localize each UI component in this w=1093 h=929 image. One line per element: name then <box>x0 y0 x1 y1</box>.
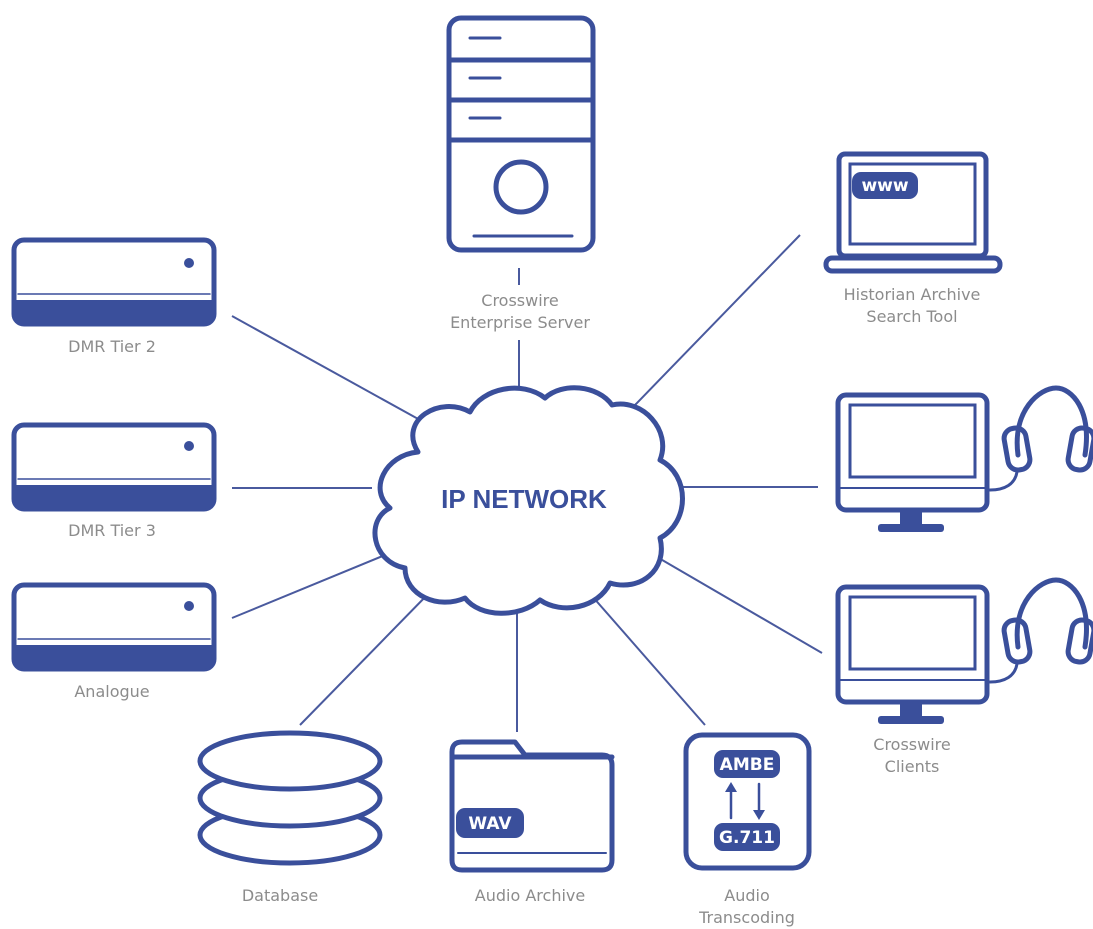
link-dmr-tier2 <box>231 315 421 421</box>
dmr-tier2-unit-icon <box>11 237 217 327</box>
laptop-icon: www <box>823 151 1003 274</box>
clients-label: Crosswire Clients <box>812 734 1012 778</box>
transcoding-label-line1: Audio <box>724 886 770 905</box>
ip-network-cloud: IP NETWORK <box>372 385 685 616</box>
transcoder-icon: AMBE G.711 <box>683 732 812 871</box>
analogue-unit-icon <box>11 582 217 672</box>
search-tool-label-line2: Search Tool <box>866 307 958 326</box>
client-workstation-2-icon <box>835 584 990 724</box>
search-tool-label: Historian Archive Search Tool <box>812 284 1012 328</box>
audio-archive-label: Audio Archive <box>474 886 586 905</box>
dmr-tier2-label: DMR Tier 2 <box>68 337 156 356</box>
ambe-badge-text: AMBE <box>720 755 775 775</box>
link-analogue <box>231 554 386 619</box>
server-label: Crosswire Enterprise Server <box>420 290 620 334</box>
headset-2-icon <box>988 577 1093 684</box>
transcoding-label: Audio Transcoding <box>647 885 847 929</box>
network-label: IP NETWORK <box>441 484 607 514</box>
link-search-tool <box>634 234 801 406</box>
www-badge-text: www <box>861 176 908 196</box>
dmr-tier3-unit-icon <box>11 422 217 512</box>
transcoding-label-line2: Transcoding <box>699 908 795 927</box>
client-workstation-1-icon <box>835 392 990 532</box>
search-tool-label-line1: Historian Archive <box>843 285 981 304</box>
down-arrow-icon <box>753 782 765 820</box>
server-label-line1: Crosswire <box>481 291 559 310</box>
dmr-tier3-label: DMR Tier 3 <box>68 521 156 540</box>
ambe-badge <box>714 750 780 778</box>
link-transcoding <box>584 587 706 726</box>
database-label: Database <box>241 886 319 905</box>
clients-label-line2: Clients <box>884 757 940 776</box>
g711-badge <box>714 823 780 851</box>
clients-label-line1: Crosswire <box>873 735 951 754</box>
up-arrow-icon <box>725 782 737 820</box>
folder-icon: WAV <box>449 739 615 873</box>
wav-badge-text: WAV <box>468 814 512 834</box>
analogue-label: Analogue <box>74 682 150 701</box>
g711-badge-text: G.711 <box>719 828 775 848</box>
link-client-2 <box>644 549 823 654</box>
server-tower-icon <box>446 15 596 253</box>
link-database <box>299 589 433 726</box>
headset-1-icon <box>988 385 1093 492</box>
server-label-line2: Enterprise Server <box>450 313 590 332</box>
database-icon <box>197 730 383 866</box>
connection-lines <box>231 234 823 732</box>
wav-badge <box>456 808 524 838</box>
www-badge <box>852 172 918 199</box>
